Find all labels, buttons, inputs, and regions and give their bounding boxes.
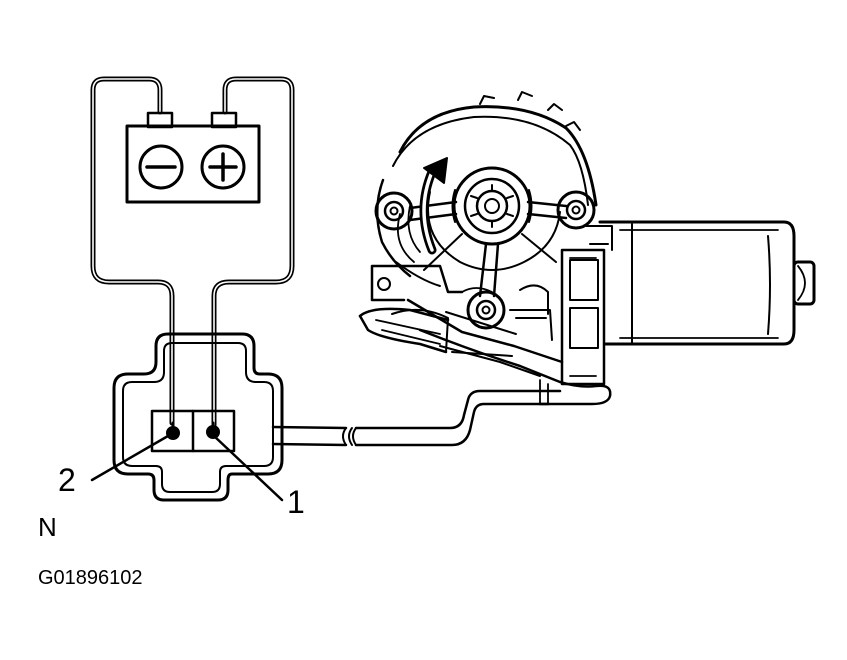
- pin2-leader: [90, 434, 170, 482]
- wire-harness: [271, 389, 562, 447]
- motor-connector: [90, 332, 284, 502]
- battery-positive-terminal-icon: [200, 144, 246, 190]
- pin1-leader: [212, 434, 284, 502]
- figure-id-label: G01896102: [38, 567, 143, 589]
- battery: [125, 111, 261, 204]
- wiper-motor: [358, 91, 816, 406]
- mounting-bolt-right: [556, 190, 596, 230]
- output-shaft-spline: [475, 189, 509, 223]
- pin-2-label: 2: [58, 462, 76, 498]
- view-mark-label: N: [38, 512, 57, 542]
- pin-1-label: 1: [287, 484, 305, 520]
- mounting-bolt-bottom: [466, 290, 506, 330]
- mounting-bolt-left: [374, 191, 414, 231]
- battery-negative-terminal-icon: [138, 144, 184, 190]
- battery-wire-loop: [90, 76, 295, 428]
- rotation-direction-arrow-icon: [419, 157, 448, 255]
